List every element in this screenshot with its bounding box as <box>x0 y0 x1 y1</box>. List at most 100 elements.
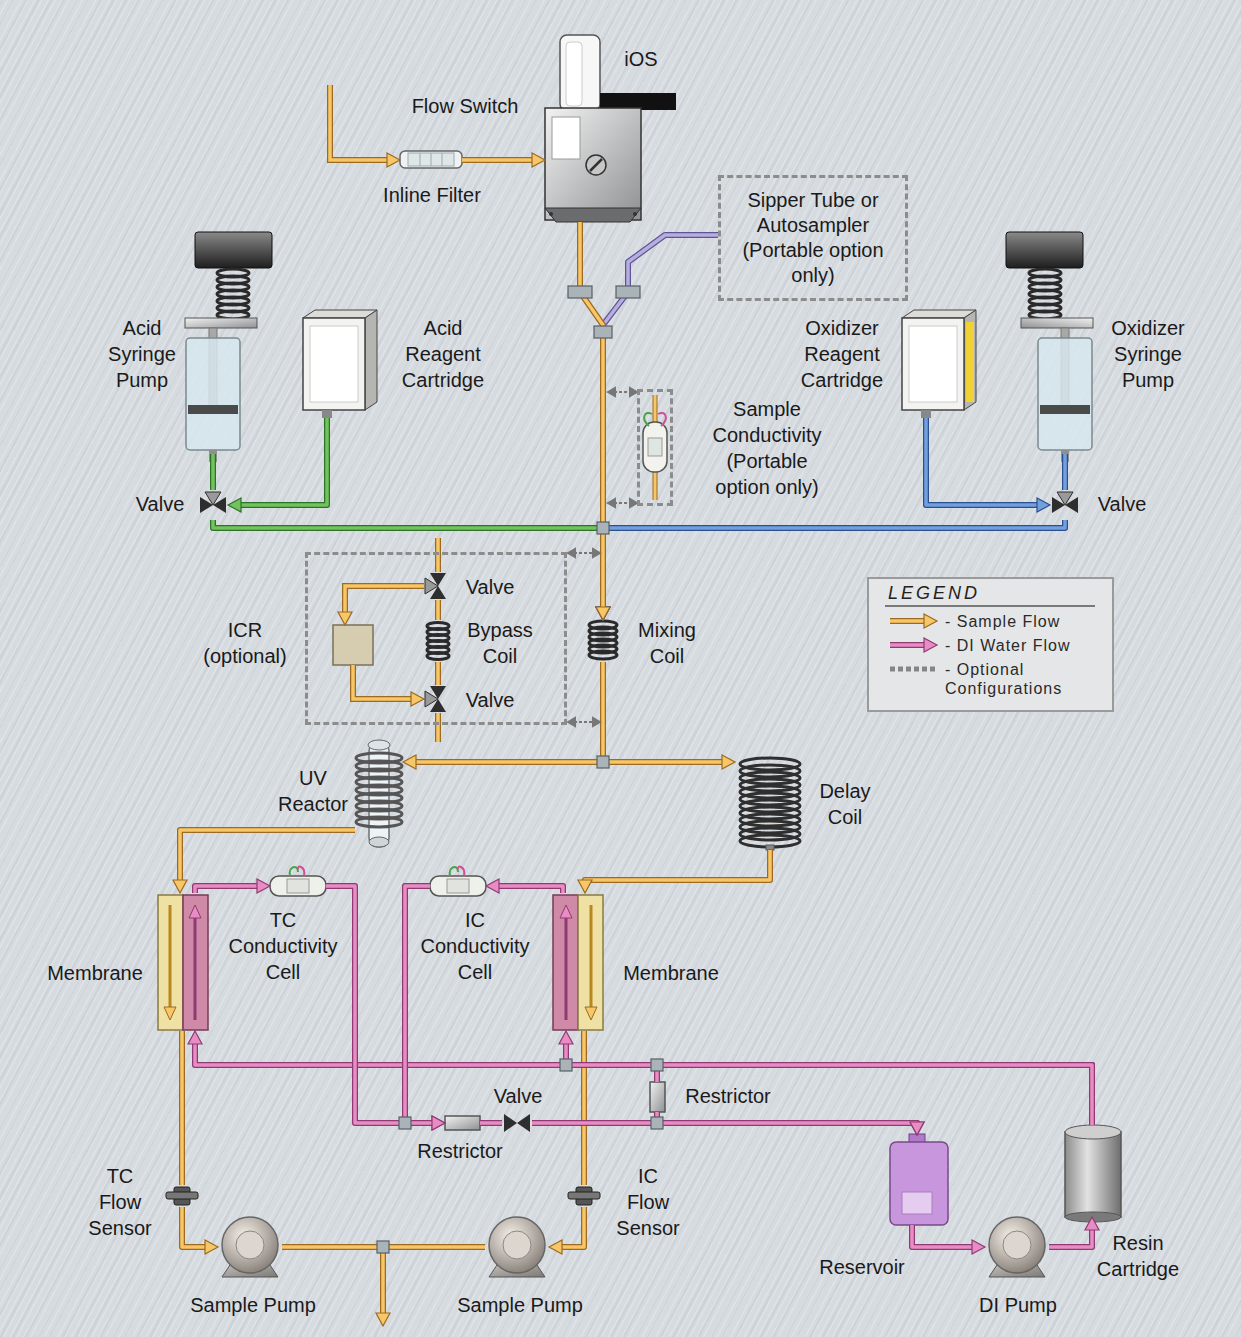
pump-symbol <box>489 1217 545 1273</box>
flow-connector <box>580 222 610 620</box>
syringe-pump-symbol <box>195 232 272 268</box>
reagent-cartridge-symbol <box>964 310 976 410</box>
restrictor: Restrictor <box>445 1116 480 1130</box>
flow-connector <box>584 1031 585 1185</box>
delay-coil-symbol <box>740 758 800 850</box>
reagent-cartridge-symbol <box>303 310 377 418</box>
flow-connector <box>480 1123 502 1124</box>
flow-switch-symbol <box>545 35 676 222</box>
arrow-head <box>486 879 499 893</box>
pipe-fitting <box>377 1241 389 1253</box>
membrane-symbol <box>183 895 208 1030</box>
component-label: TC Flow Sensor <box>87 1163 153 1241</box>
pipe-fitting <box>651 1059 663 1071</box>
reagent-cartridge-symbol <box>902 318 964 410</box>
arrow-head <box>432 1116 445 1130</box>
uv-reactor-symbol <box>356 817 402 827</box>
membrane-symbol <box>189 905 201 918</box>
legend-box <box>885 605 1095 607</box>
syringe-pump-symbol <box>1040 405 1090 414</box>
label-holder: DI Pump <box>968 1292 1068 1318</box>
conductivity-cell: IC Conductivity Cell <box>430 875 486 897</box>
flow-line <box>213 520 603 612</box>
inline-filter-symbol <box>442 153 443 166</box>
flow-line <box>236 418 327 505</box>
flow-line-edge <box>926 418 1042 505</box>
sample-conductivity-option: Sample Conductivity (Portable option onl… <box>637 389 673 506</box>
component-label: Inline Filter <box>362 182 502 208</box>
reagent-cartridge-symbol <box>365 310 377 410</box>
flow-connector <box>182 1031 183 1185</box>
valve: Valve <box>1050 490 1080 520</box>
label-holder: Membrane <box>40 960 150 986</box>
flow-line-edge <box>1062 454 1068 490</box>
label-holder: Flow Switch <box>395 93 535 119</box>
flow-connector <box>182 1207 218 1254</box>
flow-line-edge <box>585 850 770 885</box>
arrow-head <box>578 880 592 893</box>
membrane-symbol <box>560 905 572 918</box>
flow-line <box>195 1039 1092 1125</box>
optional-link <box>614 391 631 393</box>
flow-line-edge <box>603 520 1065 612</box>
pipe-fitting <box>377 286 663 1253</box>
component-label: Acid Syringe Pump <box>97 315 187 393</box>
conductivity-cell-symbol <box>287 879 309 893</box>
delay-coil-symbol <box>766 845 774 850</box>
inlet-line <box>387 153 400 167</box>
flow-sensor-symbol <box>568 1192 600 1199</box>
conductivity-cell-symbol <box>270 876 326 896</box>
reservoir-symbol <box>902 1192 932 1214</box>
resin-cartridge-symbol <box>1065 1132 1121 1217</box>
restrictor-symbol <box>445 1116 480 1130</box>
syringe-pump-symbol <box>185 232 272 462</box>
membrane: Membrane <box>553 893 603 1031</box>
pump-symbol <box>989 1217 1045 1277</box>
arrow-head <box>559 1031 573 1044</box>
pump-symbol <box>503 1231 531 1259</box>
label-holder: - DI Water Flow <box>945 636 1105 655</box>
flow-line-edge <box>195 1039 1092 1125</box>
reagent-cartridge-symbol <box>310 326 358 402</box>
flow-switch-symbol <box>552 117 580 159</box>
component-label: Mixing Coil <box>627 617 707 669</box>
label-holder: Restrictor <box>678 1083 778 1109</box>
legend-box <box>890 619 926 623</box>
flow-line-edge <box>657 1065 1092 1125</box>
arrow-head <box>173 880 187 893</box>
syringe-pump-symbol <box>1006 232 1093 462</box>
inline-filter-symbol <box>431 153 432 166</box>
legend-text: - Optional Configurations <box>945 660 1105 698</box>
label-holder: Delay Coil <box>810 778 880 830</box>
inlet-line <box>330 85 388 160</box>
flow-switch-symbol <box>633 212 637 216</box>
label-holder: Bypass Coil <box>455 617 545 669</box>
component-label: DI Pump <box>968 1292 1068 1318</box>
label-holder: iOS <box>616 46 666 72</box>
icr-module <box>345 586 424 614</box>
membrane-symbol <box>158 895 183 1030</box>
uv-reactor-symbol <box>356 740 402 847</box>
component-label: Flow Switch <box>395 93 535 119</box>
legend-box <box>868 578 1113 711</box>
coil-symbol <box>589 651 617 659</box>
icr-module <box>333 538 438 742</box>
label-holder: Sample Pump <box>183 1292 323 1318</box>
inline-filter-symbol <box>420 153 421 166</box>
component-label: Delay Coil <box>810 778 880 830</box>
sample-pump: Sample Pump <box>218 1215 282 1277</box>
arrow-head <box>188 1031 202 1044</box>
arrow-head <box>532 153 545 167</box>
syringe-pump-symbol <box>1021 318 1093 328</box>
flow-connector <box>657 1112 924 1135</box>
flow-line-edge <box>405 886 437 1123</box>
syringe-pump-symbol <box>1038 338 1092 450</box>
arrow-head <box>205 1240 218 1254</box>
flow-sensor: IC Flow Sensor <box>574 1185 594 1207</box>
flow-line-edge <box>603 662 727 762</box>
arrow-head <box>910 1122 924 1135</box>
resin-cartridge: Resin Cartridge <box>1065 1125 1121 1217</box>
arrow-head <box>257 879 270 893</box>
reservoir-symbol <box>890 1134 948 1225</box>
